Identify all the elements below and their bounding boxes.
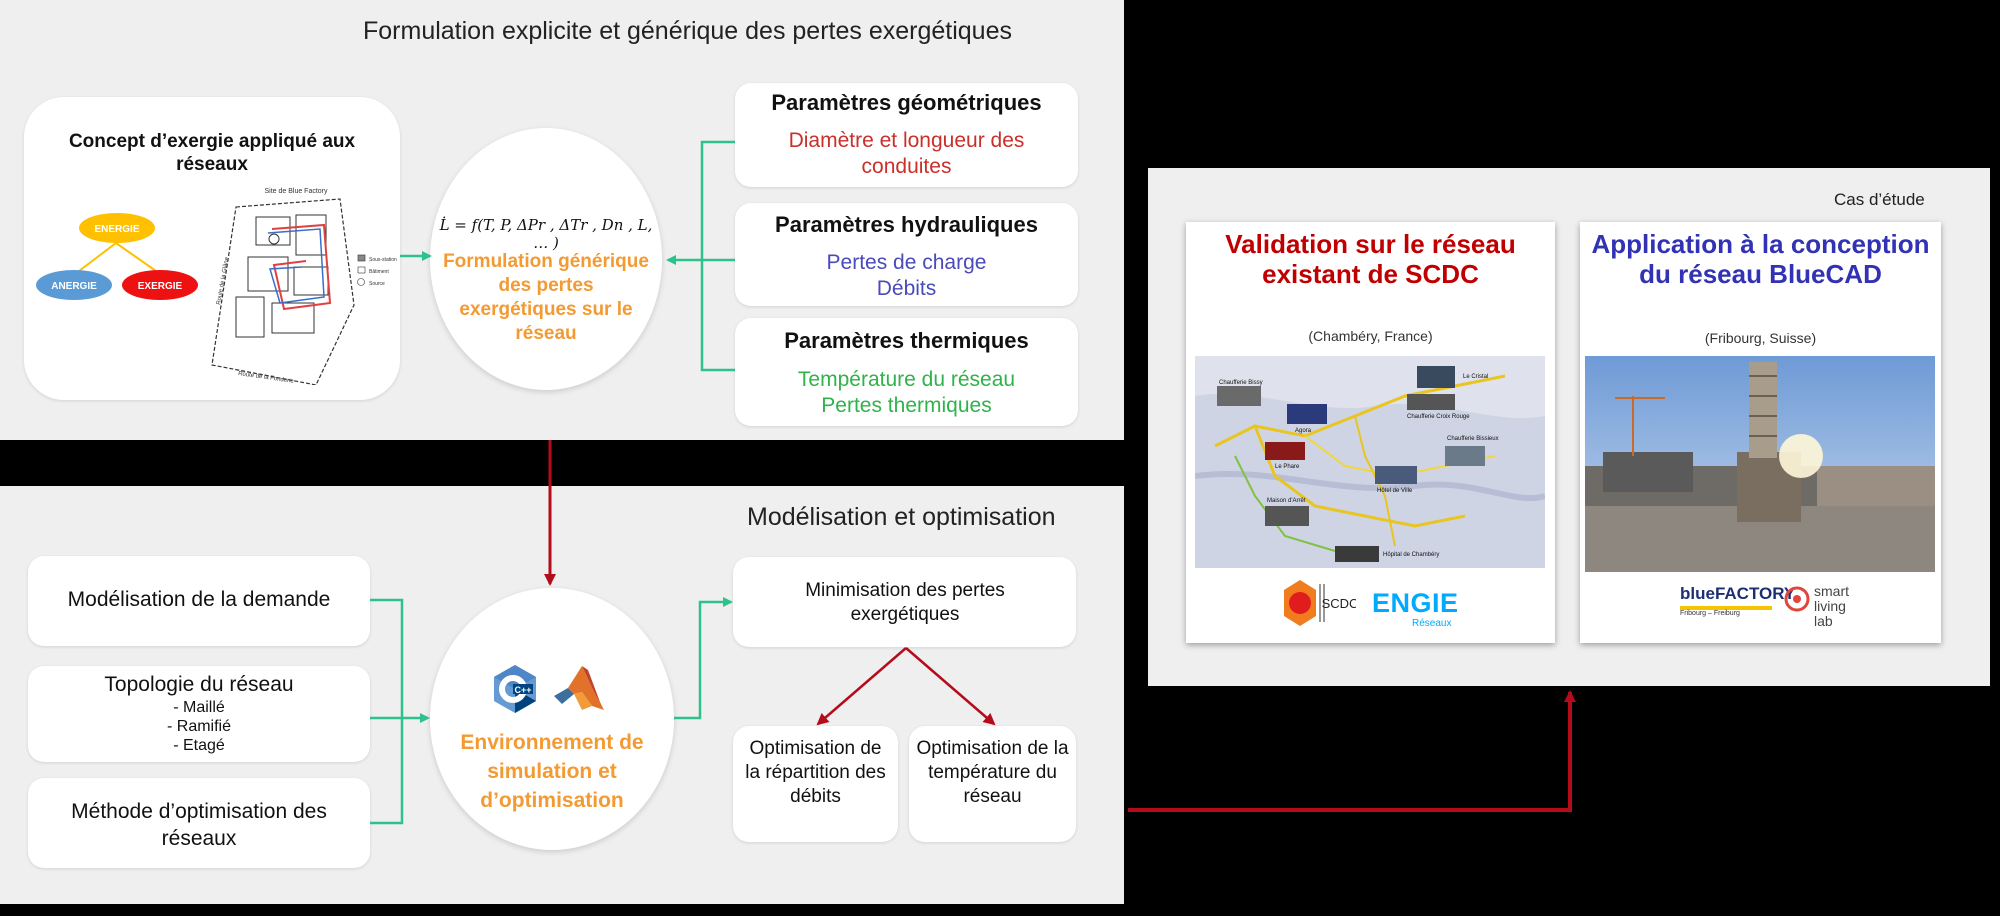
site-map-title: Site de Blue Factory bbox=[264, 188, 328, 195]
param-thermal-line2: Pertes thermiques bbox=[821, 394, 992, 417]
case-scdc-subtitle: (Chambéry, France) bbox=[1308, 328, 1433, 344]
formulation-circle bbox=[430, 128, 662, 390]
param-hydraulic-line1: Pertes de charge bbox=[826, 251, 987, 274]
bluefactory-logo: blueFACTORY Fribourg – Freiburg bbox=[1680, 584, 1795, 617]
simulation-label: Environnement de simulation et d’optimis… bbox=[460, 731, 644, 812]
map-label-agora: Agora bbox=[1295, 428, 1312, 434]
bluefactory-logo-text: blueFACTORY bbox=[1680, 584, 1796, 603]
arrow-inputs-bracket bbox=[370, 598, 404, 825]
map-label-bissy: Chaufferie Bissy bbox=[1219, 380, 1263, 386]
input-topology-card bbox=[28, 666, 370, 762]
param-card-geometric bbox=[735, 83, 1078, 187]
case-study-title: Cas d’étude bbox=[1834, 190, 1925, 209]
cpp-icon-text: C++ bbox=[514, 685, 531, 695]
input-demand-label: Modélisation de la demande bbox=[67, 588, 331, 611]
opt-temp-label: Optimisation de la température du réseau bbox=[916, 738, 1069, 807]
arrow-simulation-to-minimisation bbox=[674, 597, 733, 720]
exergy-concept-title: Concept d’exergie appliqué aux réseaux bbox=[68, 131, 356, 175]
input-method-card bbox=[28, 778, 370, 868]
exergy-concept-card: Concept d’exergie appliqué aux réseaux E… bbox=[24, 97, 400, 400]
bluefactory-logo-underline bbox=[1680, 606, 1772, 610]
param-geometric-line1: Diamètre et longueur des bbox=[788, 129, 1025, 152]
arrow-minimisation-to-temp bbox=[905, 647, 996, 726]
opt-temp-card bbox=[909, 726, 1076, 842]
formulation-label: Formulation générique des pertes exergét… bbox=[443, 251, 649, 344]
site-map-outline bbox=[211, 198, 355, 385]
param-card-hydraulic bbox=[735, 203, 1078, 306]
input-topology-title: Topologie du réseau bbox=[104, 673, 294, 696]
input-topology-item-2: - Ramifié bbox=[166, 718, 231, 735]
exergie-node bbox=[122, 270, 198, 300]
legend-substation: Sous-station bbox=[369, 257, 397, 263]
param-geometric-title: Paramètres géométriques bbox=[771, 90, 1042, 115]
bluefactory-logo-subtext: Fribourg – Freiburg bbox=[1680, 610, 1740, 617]
cpp-icon: C++ bbox=[493, 664, 537, 714]
legend-source: Source bbox=[369, 281, 385, 287]
minimisation-label: Minimisation des pertes exergétiques bbox=[805, 580, 1005, 625]
anergie-node bbox=[36, 270, 112, 300]
arrow-optimisation-to-cases bbox=[1128, 690, 1576, 812]
map-label-cristal: Le Cristal bbox=[1463, 374, 1488, 380]
param-thermal-title: Paramètres thermiques bbox=[784, 328, 1029, 353]
param-hydraulic-title: Paramètres hydrauliques bbox=[775, 212, 1038, 237]
exergy-concept-figure: ENERGIE ANERGIE EXERGIE Site de Blue Fac… bbox=[36, 188, 397, 385]
engie-logo-subtext: Réseaux bbox=[1412, 618, 1452, 629]
anergie-label: ANERGIE bbox=[51, 281, 97, 292]
input-topology-item-1: - Maillé bbox=[173, 699, 225, 716]
opt-flow-label: Optimisation de la répartition des débit… bbox=[745, 738, 886, 807]
map-label-croix-rouge: Chaufferie Croix Rouge bbox=[1407, 414, 1470, 420]
map-label-maison-arret: Maison d'Arrêt bbox=[1267, 498, 1306, 504]
scdc-network-map: Chaufferie Bissy Le Cristal Chaufferie C… bbox=[1195, 356, 1545, 568]
formulation-formula: L̇ = f(T, P, ΔPr , ΔTr , Dn , L, … ) bbox=[439, 216, 653, 252]
scdc-logo-text: SCDC bbox=[1322, 596, 1356, 611]
minimisation-card bbox=[733, 557, 1076, 647]
input-demand-card bbox=[28, 556, 370, 646]
energie-node bbox=[79, 213, 155, 243]
arrow-minimisation-to-flow bbox=[816, 647, 907, 726]
smart-living-lab-icon bbox=[1784, 586, 1810, 612]
case-scdc-title: Validation sur le réseau existant de SCD… bbox=[1225, 229, 1516, 289]
param-card-thermal bbox=[735, 318, 1078, 426]
simulation-circle bbox=[430, 588, 674, 850]
energie-label: ENERGIE bbox=[94, 224, 139, 235]
matlab-icon bbox=[552, 662, 606, 716]
param-thermal-line1: Température du réseau bbox=[797, 368, 1016, 391]
map-label-hotel-ville: Hôtel de Ville bbox=[1377, 488, 1413, 494]
smart-living-lab-logo: smart living lab bbox=[1814, 583, 1849, 629]
case-bluecad-subtitle: (Fribourg, Suisse) bbox=[1704, 330, 1817, 346]
map-label-bissieux: Chaufferie Bissieux bbox=[1447, 436, 1499, 442]
engie-logo-text: ENGIE bbox=[1372, 588, 1459, 618]
input-method-label: Méthode d’optimisation des réseaux bbox=[71, 800, 327, 850]
map-label-phare: Le Phare bbox=[1275, 464, 1300, 470]
param-hydraulic-line2: Débits bbox=[876, 277, 937, 300]
top-panel-title: Formulation explicite et générique des p… bbox=[363, 17, 1012, 45]
bluefactory-photo bbox=[1585, 356, 1935, 572]
map-label-hopital: Hôpital de Chambéry bbox=[1383, 552, 1439, 558]
scdc-logo: SCDC bbox=[1282, 578, 1358, 628]
exergie-label: EXERGIE bbox=[138, 281, 183, 292]
input-topology-item-3: - Etagé bbox=[173, 737, 225, 754]
param-geometric-line2: conduites bbox=[861, 155, 952, 178]
case-bluecad-title: Application à la conception du réseau Bl… bbox=[1591, 229, 1930, 289]
bottom-panel-title: Modélisation et optimisation bbox=[747, 503, 1056, 531]
legend-building: Bâtiment bbox=[369, 269, 389, 275]
arrow-params-bracket bbox=[700, 140, 735, 372]
opt-flow-card bbox=[733, 726, 898, 842]
